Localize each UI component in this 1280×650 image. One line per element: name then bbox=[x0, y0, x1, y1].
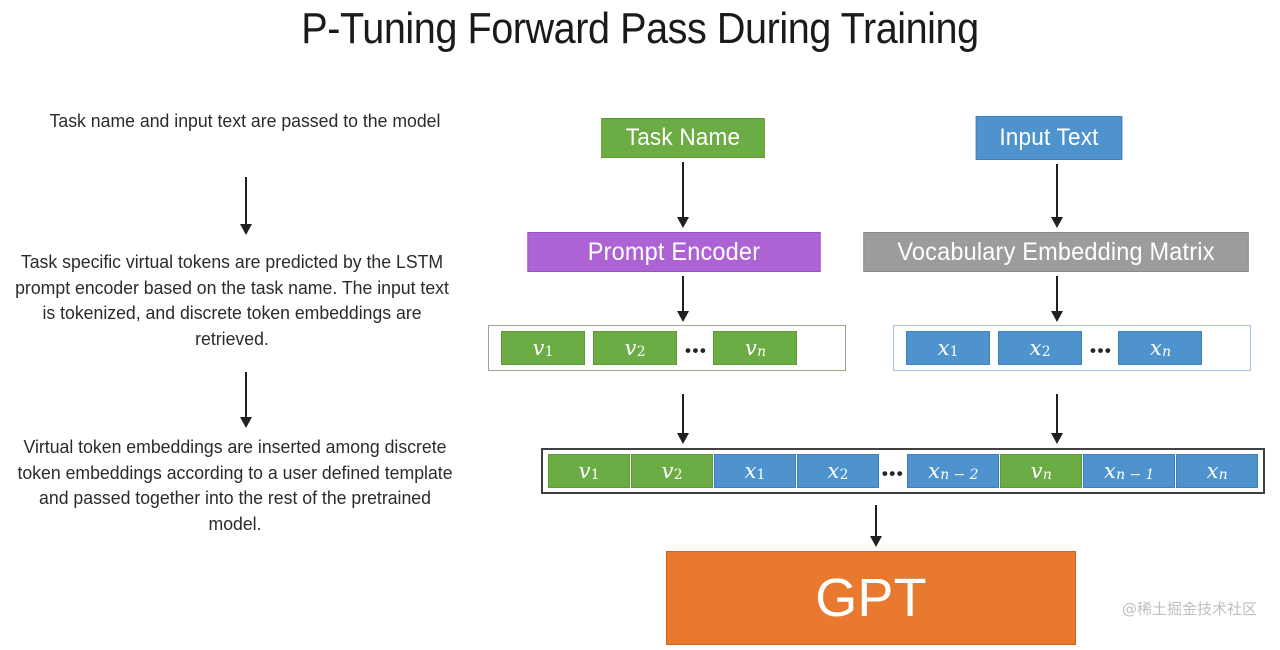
arrow-virtual-tokens-to-combined bbox=[675, 394, 691, 444]
token-base: x bbox=[928, 459, 940, 483]
arrow-discrete-tokens-to-combined bbox=[1049, 394, 1065, 444]
token-base: v bbox=[661, 459, 674, 483]
token-base: v bbox=[624, 336, 637, 360]
token-base: x bbox=[827, 459, 840, 483]
token-base: v bbox=[532, 336, 545, 360]
token-base: v bbox=[578, 459, 591, 483]
token-subscript: n bbox=[1162, 344, 1172, 361]
prompt-encoder-box[interactable]: Prompt Encoder bbox=[527, 232, 821, 272]
token-base: x bbox=[1104, 459, 1116, 483]
token-subscript: 1 bbox=[756, 467, 766, 484]
token-subscript: 2 bbox=[839, 467, 849, 484]
page-title: P-Tuning Forward Pass During Training bbox=[301, 4, 979, 53]
arrow-note2-to-note3 bbox=[238, 372, 254, 428]
token-subscript: 1 bbox=[544, 344, 554, 361]
token-base: x bbox=[744, 459, 757, 483]
token-base: x bbox=[1029, 336, 1042, 360]
arrow-note1-to-note2 bbox=[238, 177, 254, 235]
watermark: @稀土掘金技术社区 bbox=[1122, 600, 1258, 618]
arrow-combined-to-gpt bbox=[868, 505, 884, 547]
token-subscript: 1 bbox=[949, 344, 959, 361]
token-base: x bbox=[1149, 336, 1162, 360]
token-subscript: 2 bbox=[673, 467, 683, 484]
arrow-prompt-encoder-to-virtual-tokens bbox=[675, 276, 691, 322]
token-base: x bbox=[937, 336, 950, 360]
token-subscript: 2 bbox=[1041, 344, 1051, 361]
ellipsis-discrete-tokens: ••• bbox=[1090, 341, 1113, 360]
note-step-2: Task specific virtual tokens are predict… bbox=[15, 251, 449, 349]
arrow-input-text-to-vocab-matrix bbox=[1049, 164, 1065, 228]
token-subscript: n − 1 bbox=[1116, 467, 1155, 484]
token-subscript: 2 bbox=[636, 344, 646, 361]
arrow-task-name-to-prompt-encoder bbox=[675, 162, 691, 228]
token-subscript: n bbox=[757, 344, 767, 361]
input-text-box[interactable]: Input Text bbox=[975, 116, 1123, 160]
token-base: v bbox=[744, 336, 757, 360]
token-subscript: 1 bbox=[590, 467, 600, 484]
ellipsis-combined-tokens: ••• bbox=[881, 464, 905, 483]
vocabulary-embedding-matrix-box[interactable]: Vocabulary Embedding Matrix bbox=[863, 232, 1249, 272]
token-subscript: n bbox=[1218, 467, 1228, 484]
ellipsis-virtual-tokens: ••• bbox=[685, 341, 708, 360]
token-subscript: n − 2 bbox=[940, 467, 979, 484]
token-base: x bbox=[1206, 459, 1219, 483]
note-step-3: Virtual token embeddings are inserted am… bbox=[17, 436, 453, 534]
gpt-box[interactable]: GPT bbox=[666, 551, 1076, 645]
note-step-1: Task name and input text are passed to t… bbox=[49, 110, 441, 131]
token-subscript: n bbox=[1042, 467, 1052, 484]
token-base: v bbox=[1030, 459, 1043, 483]
task-name-box[interactable]: Task Name bbox=[601, 118, 765, 158]
arrow-vocab-matrix-to-discrete-tokens bbox=[1049, 276, 1065, 322]
